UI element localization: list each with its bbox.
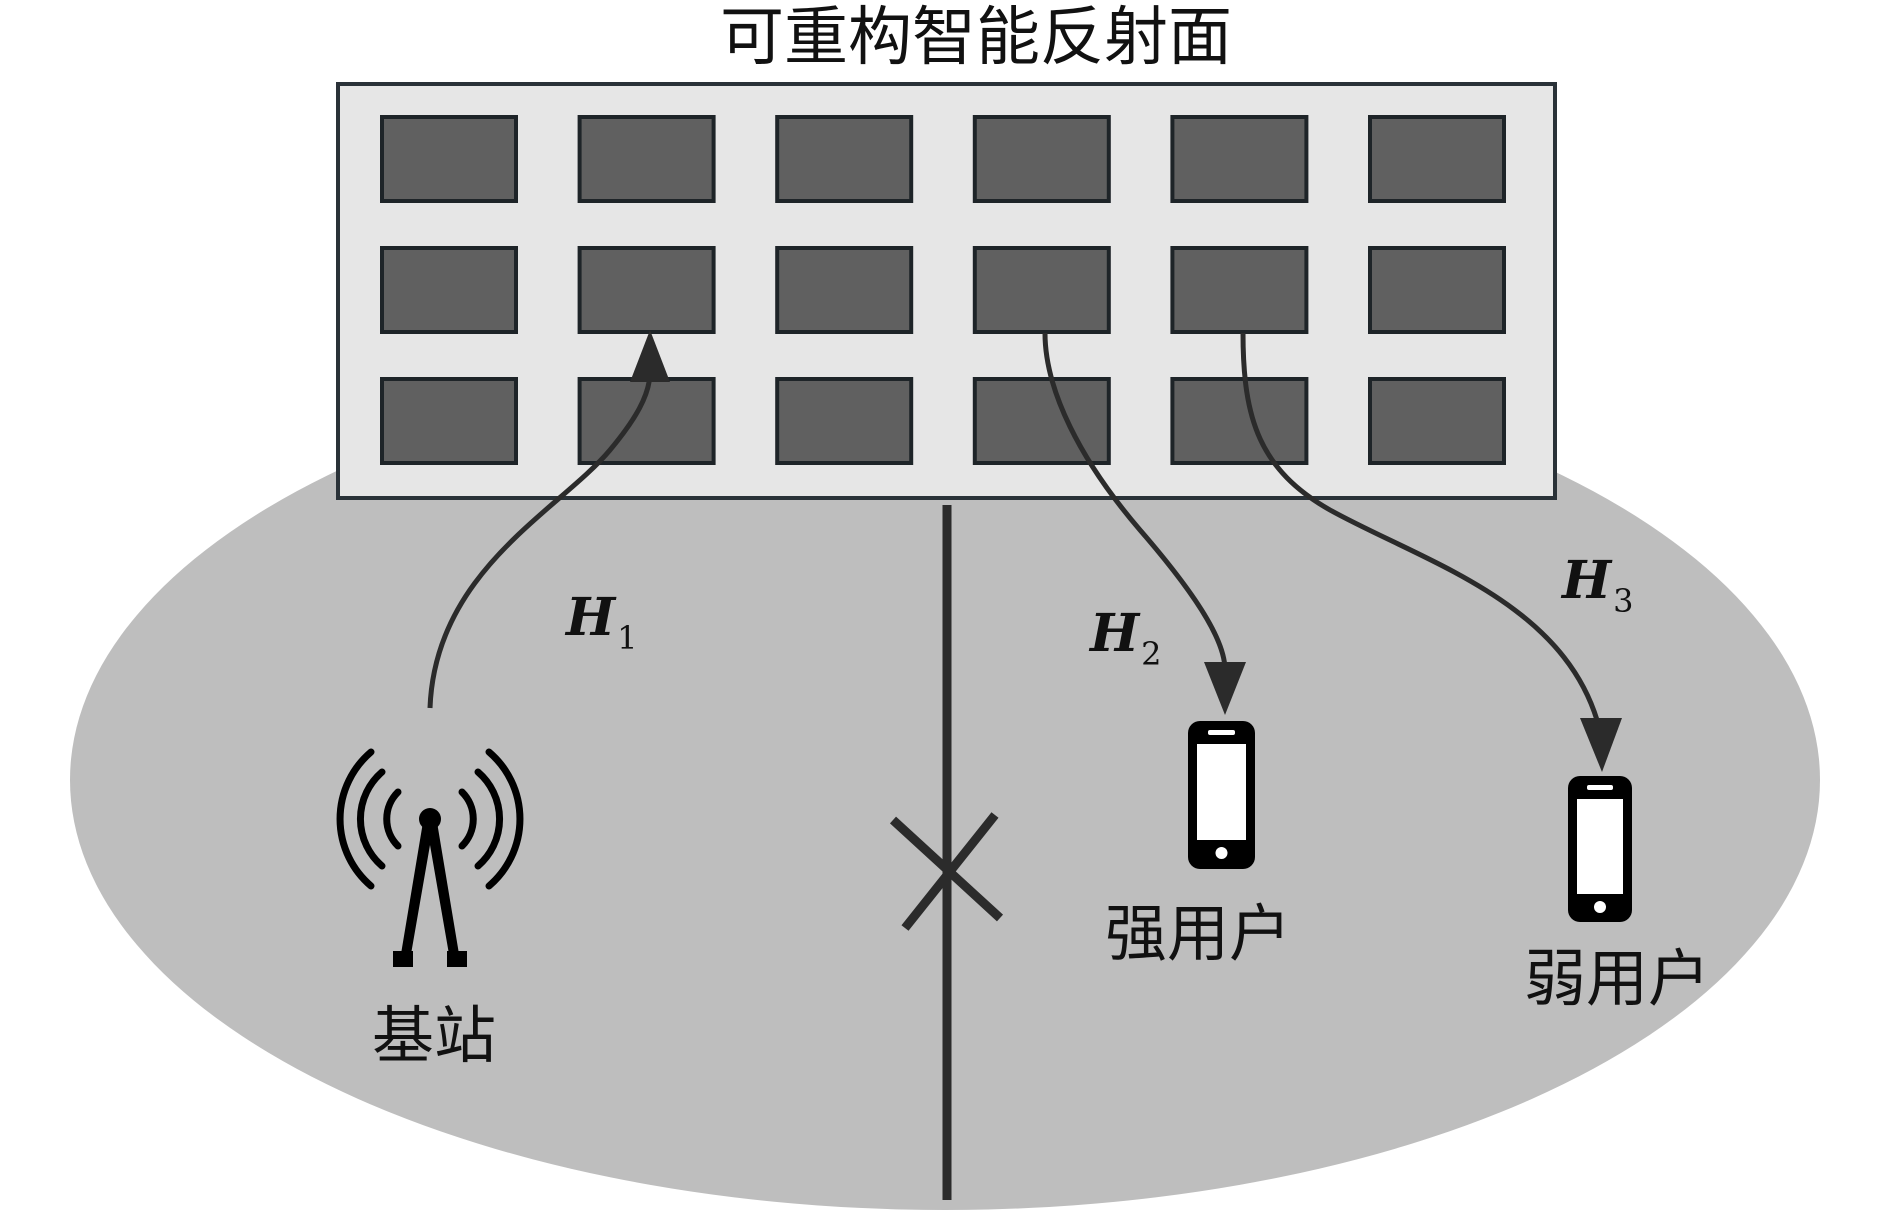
base-station-label: 基站 [372, 999, 497, 1072]
channel-h2-label: H2 [1090, 608, 1162, 673]
channel-h2-path [1042, 332, 1228, 671]
ris-element [1170, 377, 1309, 465]
ris-element [577, 115, 716, 203]
channel-h3-path [1240, 332, 1600, 721]
ris-element [1368, 377, 1506, 465]
channel-h1-arrowhead [630, 330, 670, 382]
channel-h1-subscript: 1 [617, 619, 638, 657]
ris-element [972, 246, 1111, 334]
channel-h2-arrowhead [1204, 662, 1246, 715]
weak-user-label: 弱用户 [1524, 942, 1711, 1015]
ris-element [775, 246, 914, 334]
blockage-cross-icon [889, 812, 1004, 931]
ris-element [1368, 246, 1506, 334]
channel-h1-path [427, 371, 653, 709]
ris-element [775, 377, 914, 465]
ris-element-grid [380, 115, 1506, 465]
ris-element [1368, 115, 1506, 203]
channel-h2-subscript: 2 [1141, 635, 1162, 673]
strong-user-label: 强用户 [1105, 897, 1292, 970]
channel-h2-symbol: H [1090, 603, 1140, 664]
ris-panel [336, 82, 1557, 500]
ris-element [1170, 246, 1309, 334]
channel-h3-subscript: 3 [1613, 582, 1634, 620]
ris-element [577, 246, 716, 334]
channel-h3-label: H3 [1562, 555, 1634, 620]
ris-element [972, 377, 1111, 465]
diagram-title: 可重构智能反射面 [720, 1, 1232, 75]
ris-element [380, 377, 518, 465]
ris-element [1170, 115, 1309, 203]
weak-user-phone-icon [1568, 776, 1632, 922]
channel-h1-label: H1 [566, 592, 638, 657]
strong-user-phone-icon [1188, 721, 1255, 869]
ris-element [380, 115, 518, 203]
base-station-antenna-icon [336, 748, 524, 967]
channel-h1-symbol: H [566, 587, 616, 648]
channel-h3-arrowhead [1580, 718, 1622, 772]
channel-h3-symbol: H [1562, 550, 1612, 611]
ris-element [972, 115, 1111, 203]
ris-element [775, 115, 914, 203]
ris-element [380, 246, 518, 334]
